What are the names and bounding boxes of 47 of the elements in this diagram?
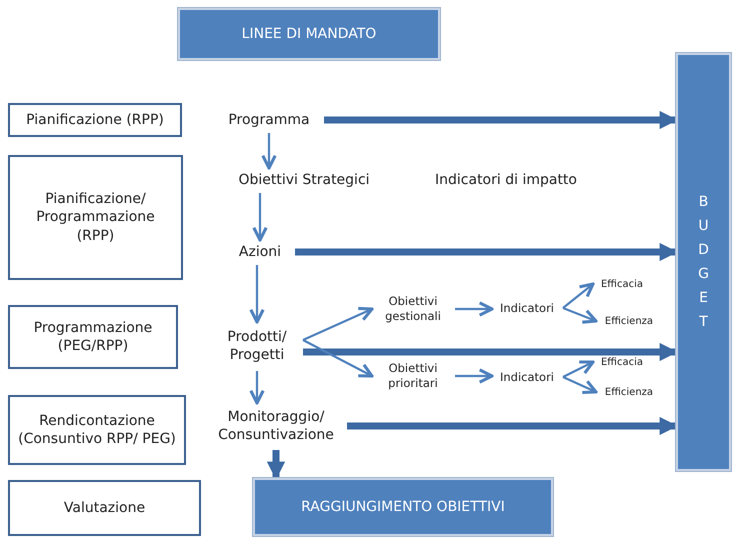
- outcome-label: Efficacia: [600, 278, 644, 290]
- phase-box: [8, 103, 182, 137]
- title-box: [253, 478, 553, 536]
- phase-label: Pianificazione/ Programmazione (RPP): [35, 190, 156, 245]
- block-arrow: [347, 416, 678, 436]
- arrow: [302, 339, 374, 378]
- phase-box: [8, 155, 183, 280]
- arrow: [455, 301, 494, 317]
- step-label: Obiettivi prioritari: [387, 361, 439, 391]
- phase-label: Pianificazione (RPP): [26, 110, 164, 130]
- outcome-label: Efficienza: [604, 316, 654, 326]
- budget-label: BUDGET: [698, 193, 710, 332]
- phase-label: Programmazione (PEG/RPP): [32, 318, 154, 356]
- block-arrow: [324, 110, 678, 130]
- phase-box: [8, 395, 186, 465]
- block-arrow: [266, 450, 286, 480]
- arrow: [562, 376, 598, 394]
- box-label: LINEE DI MANDATO: [242, 26, 376, 42]
- arrow: [562, 360, 595, 378]
- phase-label: Valutazione: [64, 498, 146, 518]
- arrow: [249, 265, 265, 324]
- step-label: Indicatori: [500, 300, 554, 316]
- arrow: [562, 282, 595, 309]
- arrow: [249, 371, 265, 405]
- step-label: Obiettivi gestionali: [384, 294, 442, 324]
- arrow: [562, 306, 598, 324]
- title-box: [178, 8, 440, 60]
- phase-box: [8, 480, 201, 536]
- outcome-label: Efficienza: [604, 386, 654, 398]
- budget-bar: [676, 53, 731, 471]
- arrow: [261, 133, 277, 170]
- phase-box: [8, 305, 178, 369]
- block-arrow: [303, 342, 678, 362]
- step-label: Prodotti/ Progetti: [226, 328, 288, 364]
- step-label: Monitoraggio/ Consuntivazione: [217, 408, 335, 444]
- step-label: Programma: [228, 110, 310, 130]
- step-label: Indicatori: [500, 370, 554, 384]
- arrow: [302, 306, 374, 341]
- step-label: Azioni: [238, 242, 282, 262]
- outcome-label: Efficacia: [600, 356, 644, 368]
- box-label: RAGGIUNGIMENTO OBIETTIVI: [301, 499, 505, 515]
- arrow: [455, 368, 494, 384]
- arrow: [252, 193, 268, 242]
- step-label: Indicatori di impatto: [435, 170, 577, 190]
- phase-label: Rendicontazione (Consuntivo RPP/ PEG): [17, 412, 177, 448]
- step-label: Obiettivi Strategici: [238, 170, 370, 190]
- block-arrow: [295, 242, 678, 262]
